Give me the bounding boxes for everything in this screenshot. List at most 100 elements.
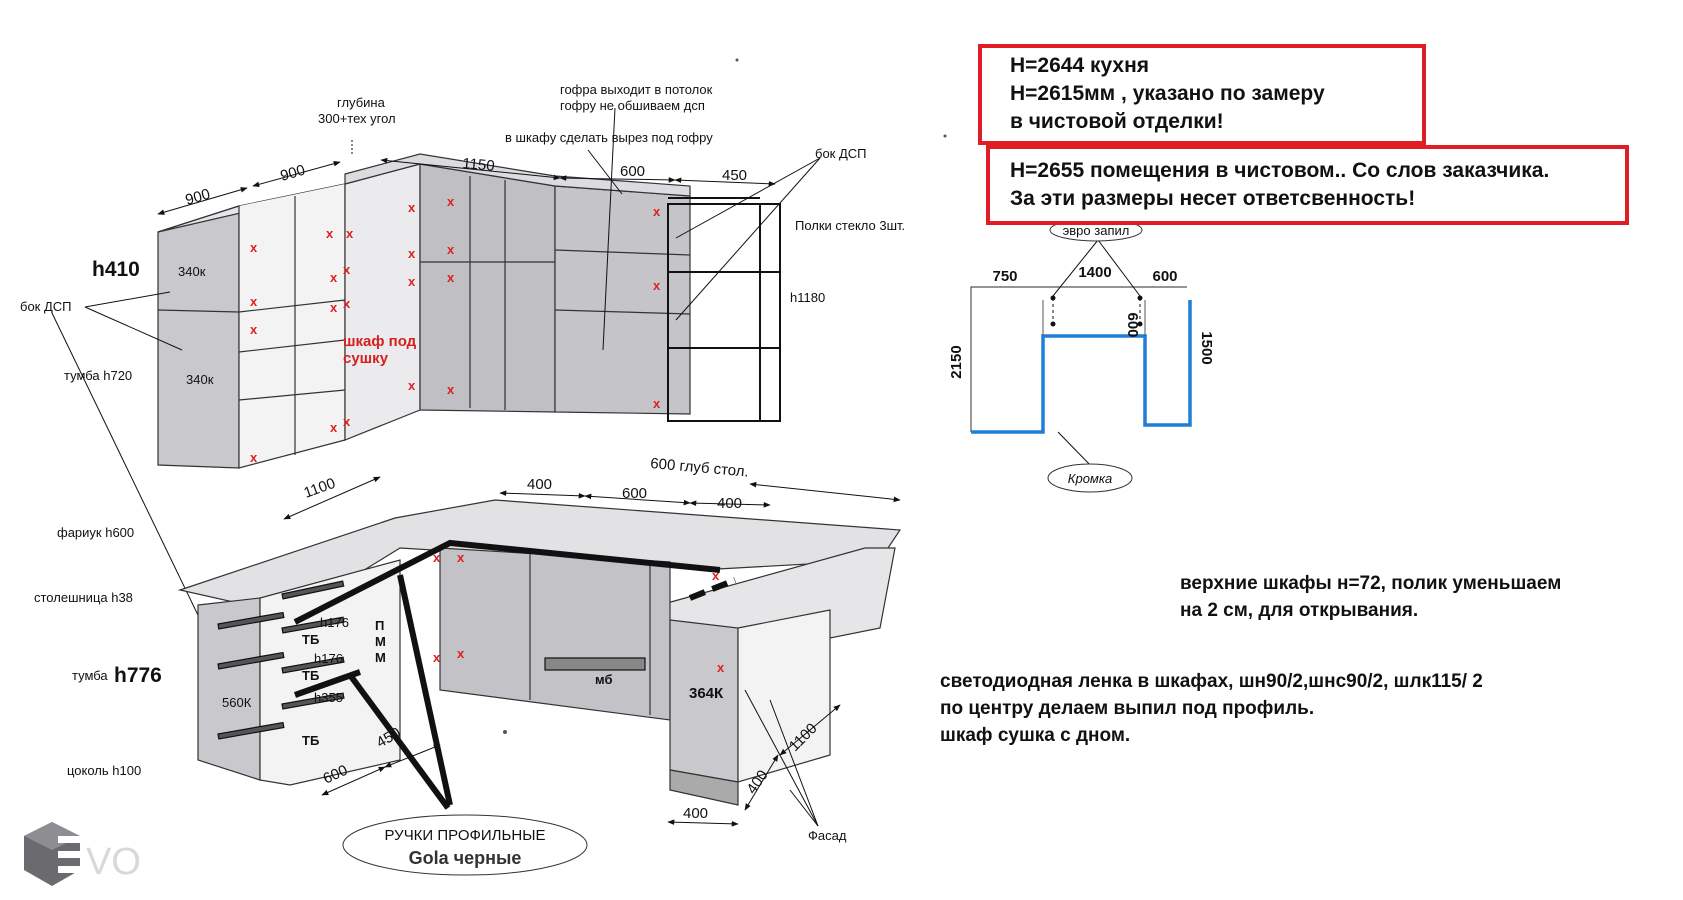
right-notes: верхние шкафы н=72, полик уменьшаем на 2… (940, 573, 1561, 746)
plan-1500: 1500 (1198, 331, 1215, 364)
sushka-label-2: сушку (343, 350, 389, 367)
h410-label: h410 (92, 258, 140, 281)
note-box-measure-line-1: H=2644 кухня (1010, 54, 1150, 77)
tb-label-2: ТБ (302, 668, 319, 683)
svg-text:x: x (330, 270, 338, 285)
svg-text:x: x (250, 294, 258, 309)
lower-center-panel (439, 547, 671, 721)
handles-callout: РУЧКИ ПРОФИЛЬНЫЕ Gola черные (342, 814, 588, 876)
svg-text:x: x (408, 246, 416, 261)
h176b-label: h176 (314, 651, 343, 666)
svg-text:x: x (346, 226, 354, 241)
plan-600v: 600 (1124, 312, 1141, 337)
pmm-label-3: М (375, 650, 386, 665)
svg-text:x: x (457, 550, 465, 565)
handles-label: РУЧКИ ПРОФИЛЬНЫЕ (384, 827, 545, 844)
dim-600a: 600 (622, 485, 647, 502)
dim-400a: 400 (527, 476, 552, 493)
svg-text:x: x (330, 420, 338, 435)
tb-label-3: ТБ (302, 733, 319, 748)
svg-text:x: x (330, 300, 338, 315)
dim-900a: 900 (183, 186, 212, 209)
h1180-label: h1180 (790, 290, 825, 305)
svg-text:x: x (250, 240, 258, 255)
cokol-label: цоколь h100 (67, 763, 141, 778)
upper-dimensions (51, 107, 821, 641)
evro-label: эвро запил (1063, 223, 1130, 238)
svg-text:x: x (447, 270, 455, 285)
led-note-2: по центру делаем выпил под профиль. (940, 698, 1314, 719)
polki-label: Полки стекло 3шт. (795, 218, 905, 233)
capacity-364: 364К (689, 685, 724, 702)
pmm-label-2: М (375, 634, 386, 649)
h355-label: h355 (314, 690, 343, 705)
cutout-label: в шкафу сделать вырез под гофру (505, 130, 713, 145)
glubina-label: глубина (337, 95, 386, 110)
lower-cabinets (177, 499, 902, 806)
svg-text:x: x (343, 296, 351, 311)
dim-glub: 600 глуб стол. (650, 455, 750, 481)
evo-logo: VO (24, 822, 141, 886)
svg-text:x: x (712, 568, 720, 583)
fariuk-label: фариук h600 (57, 525, 134, 540)
sushka-label: шкаф под (343, 333, 417, 350)
upper-note-1: верхние шкафы н=72, полик уменьшаем (1180, 573, 1561, 594)
note-box-measure-line-2: H=2615мм , указано по замеру (1010, 82, 1325, 105)
svg-text:x: x (653, 278, 661, 293)
dim-400c: 400 (683, 805, 708, 822)
svg-text:x: x (250, 322, 258, 337)
evo-logo-text: VO (86, 841, 141, 883)
svg-text:x: x (433, 550, 441, 565)
h176a-label: h176 (320, 615, 349, 630)
plan-2150: 2150 (948, 345, 965, 378)
upper-labels: глубина 300+тех угол гофра выходит в пот… (20, 82, 905, 387)
glass-shelf-unit (667, 197, 781, 422)
svg-text:x: x (433, 650, 441, 665)
svg-text:x: x (408, 274, 416, 289)
dim-1150: 1150 (462, 155, 496, 175)
gola-label: Gola черные (409, 848, 522, 868)
gofra-label-2: гофру не обшиваем дсп (560, 98, 705, 113)
svg-text:x: x (447, 194, 455, 209)
upper-center-panel (419, 163, 556, 413)
stoleshnica-label: столешница h38 (34, 590, 133, 605)
svg-text:x: x (343, 414, 351, 429)
capacity-340b: 340к (186, 372, 214, 387)
lower-dimensions (283, 476, 901, 827)
upper-note-2: на 2 см, для открывания. (1180, 600, 1418, 621)
led-note-3: шкаф сушка с дном. (940, 725, 1130, 746)
gofra-label: гофра выходит в потолок (560, 82, 713, 97)
plan-1400: 1400 (1078, 264, 1111, 281)
countertop-plan: эвро запил Кромка 750 1400 600 600 2150 … (948, 218, 1215, 493)
note-box-room-line-2: За эти размеры несет ответсвенность! (1010, 187, 1416, 210)
dim-450: 450 (722, 167, 747, 184)
dim-600: 600 (620, 163, 645, 180)
note-box-measure-line-3: в чистовой отделки! (1010, 110, 1224, 133)
kromka-label: Кромка (1068, 471, 1112, 486)
upper-cabinets (157, 153, 781, 469)
svg-text:x: x (326, 226, 334, 241)
plan-750: 750 (992, 268, 1017, 285)
pmm-label-1: П (375, 618, 384, 633)
tumba720-label: тумба h720 (64, 368, 132, 383)
tb-label-1: ТБ (302, 632, 319, 647)
upper-right-panel (554, 185, 691, 415)
bok-dsp-left-label: бок ДСП (20, 299, 72, 314)
glubina-label-2: 300+тех угол (318, 111, 396, 126)
dim-900b: 900 (278, 162, 307, 185)
led-note-1: светодиодная ленка в шкафах, шн90/2,шнс9… (940, 671, 1483, 692)
svg-text:x: x (408, 378, 416, 393)
note-box-measure: H=2644 кухня H=2615мм , указано по замер… (978, 44, 1426, 145)
capacity-560: 560К (222, 695, 252, 710)
svg-text:x: x (457, 646, 465, 661)
capacity-340a: 340к (178, 264, 206, 279)
svg-text:x: x (447, 382, 455, 397)
fasad-label: Фасад (808, 828, 847, 843)
mb-label: мб (595, 672, 612, 687)
svg-text:x: x (653, 204, 661, 219)
svg-text:x: x (343, 262, 351, 277)
upper-left-side-panel (157, 205, 240, 469)
svg-text:x: x (653, 396, 661, 411)
svg-text:x: x (250, 450, 258, 465)
